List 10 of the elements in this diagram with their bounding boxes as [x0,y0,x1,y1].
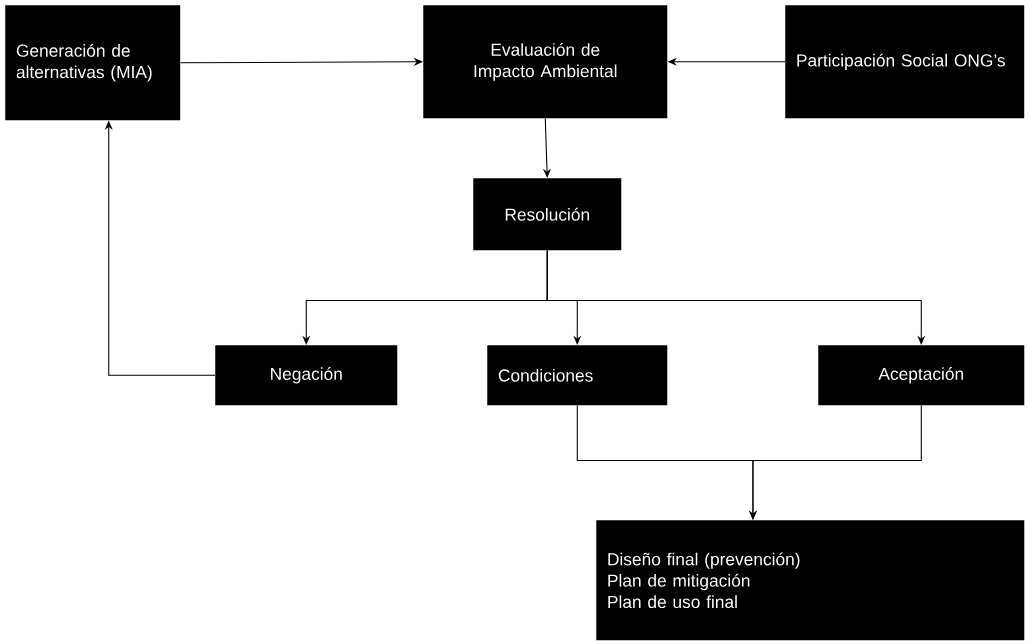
arrow [179,57,423,66]
arrow [546,250,926,345]
process-box: Negación [215,345,398,406]
process-box: Condiciones [487,345,668,406]
process-box: Evaluación de Impacto Ambiental [423,5,668,119]
process-box: Diseño final (prevención) Plan de mitigación Plan de uso final [596,520,1025,641]
process-box: Aceptación [818,345,1025,406]
process-box: Participación Social ONG’s [785,5,1025,119]
process-box: Resolución [473,178,622,251]
process-box: Generación de alternativas (MIA) [5,5,181,121]
